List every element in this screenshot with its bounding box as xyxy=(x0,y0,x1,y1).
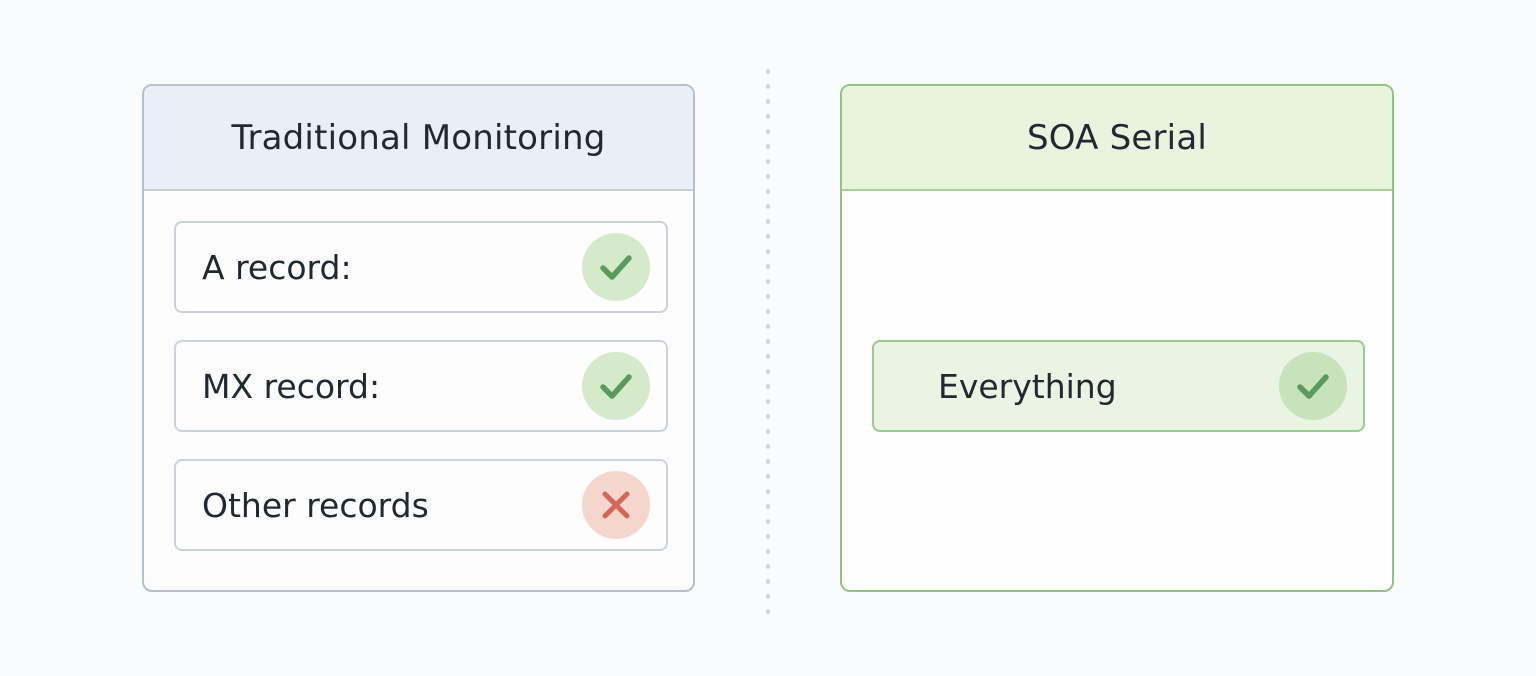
record-row-other: Other records xyxy=(174,459,668,551)
record-row-mx: MX record: xyxy=(174,340,668,432)
panel-body: A record: MX record: Other records xyxy=(144,191,693,590)
check-icon xyxy=(1279,352,1347,420)
record-row-everything: Everything xyxy=(872,340,1365,432)
panel-title: SOA Serial xyxy=(842,86,1392,191)
record-label: A record: xyxy=(202,247,352,287)
dotted-divider xyxy=(766,64,770,624)
panel-title: Traditional Monitoring xyxy=(144,86,693,191)
record-row-a: A record: xyxy=(174,221,668,313)
check-icon xyxy=(582,233,650,301)
record-label: Other records xyxy=(202,485,429,525)
record-label: Everything xyxy=(938,366,1117,406)
record-label: MX record: xyxy=(202,366,381,406)
traditional-monitoring-panel: Traditional Monitoring A record: MX reco… xyxy=(142,84,695,592)
soa-serial-panel: SOA Serial Everything xyxy=(840,84,1394,592)
panel-body: Everything xyxy=(842,191,1392,590)
x-icon xyxy=(582,471,650,539)
check-icon xyxy=(582,352,650,420)
